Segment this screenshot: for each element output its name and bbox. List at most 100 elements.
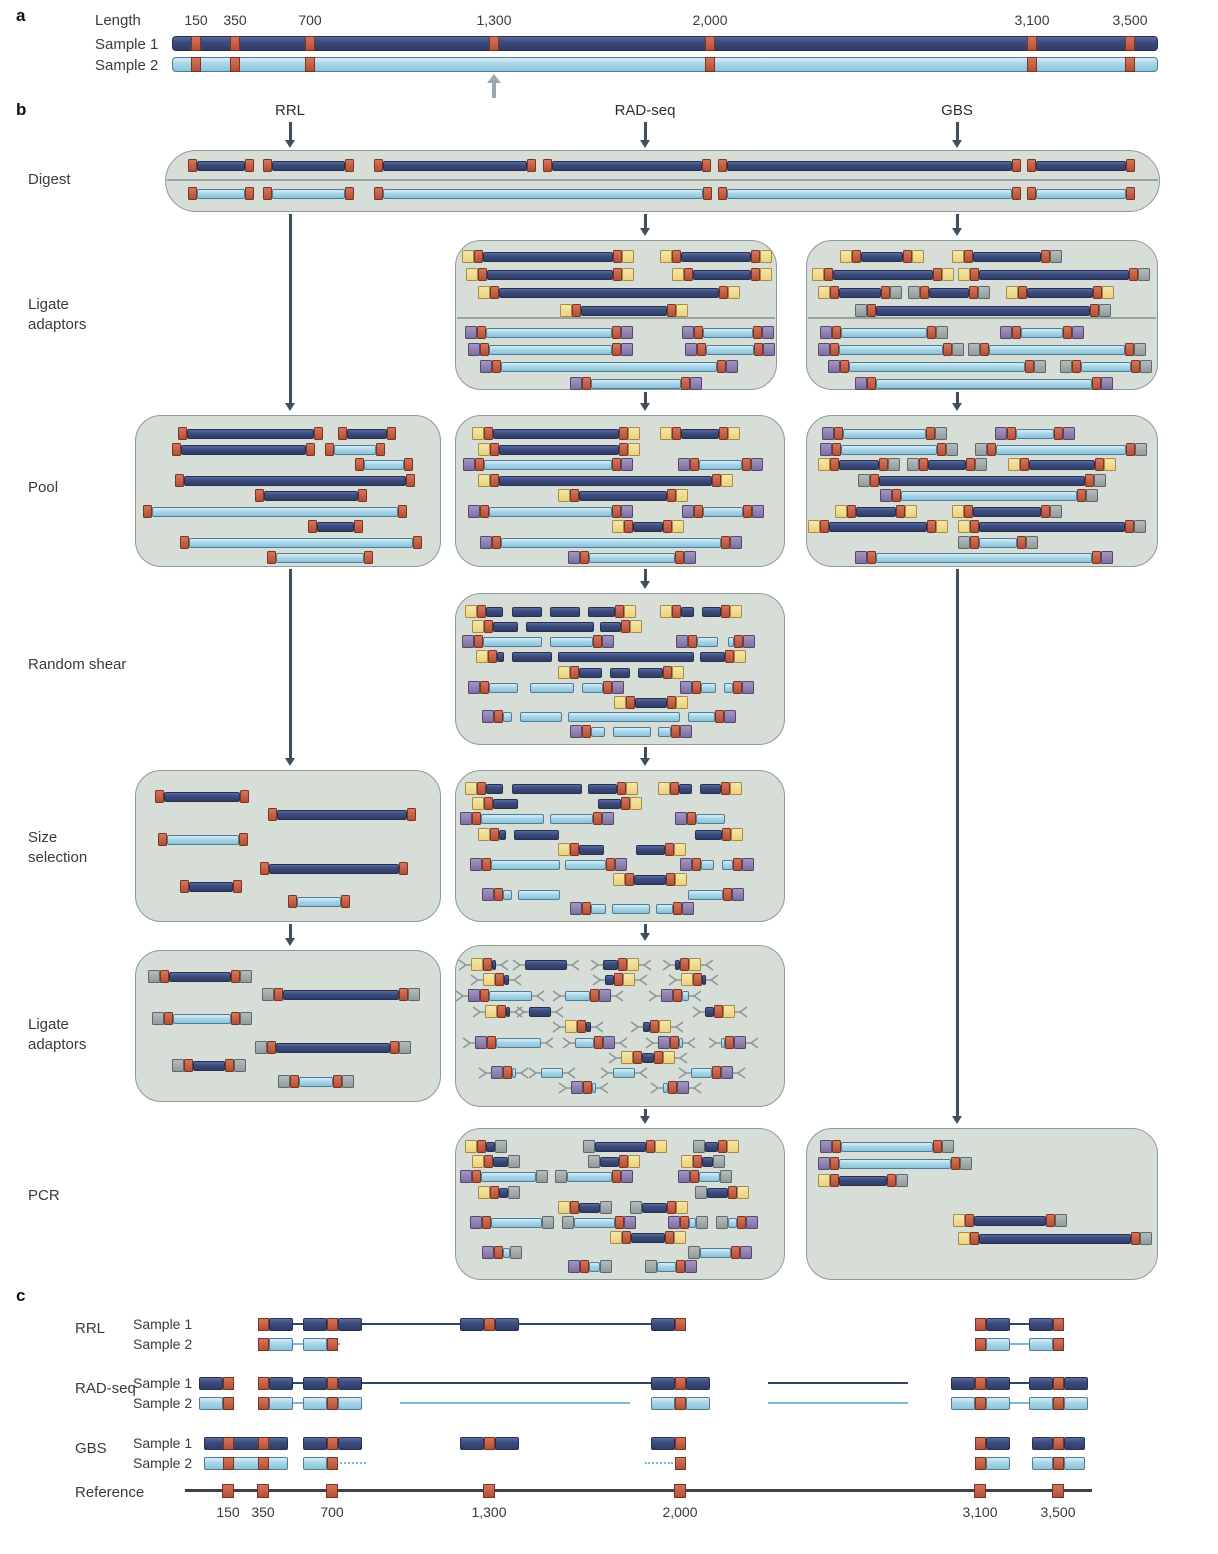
adaptor-block <box>342 1075 354 1088</box>
adaptor-block <box>482 710 494 723</box>
adaptor-block <box>681 973 693 986</box>
sample1-fragment-body <box>486 783 503 794</box>
adaptor-block <box>855 377 867 390</box>
method-label-rad-seq: RAD-seq <box>75 1380 136 1397</box>
dna-fragment <box>952 250 1062 263</box>
adaptor-block <box>960 1157 972 1170</box>
dna-fragment <box>858 474 1106 487</box>
adaptor-block <box>399 1041 411 1054</box>
restriction-site <box>477 1140 486 1153</box>
dna-fragment <box>608 1051 688 1064</box>
sample2-fragment-body <box>989 344 1125 355</box>
y-adaptor-fork <box>562 1036 575 1050</box>
adaptor-block <box>599 989 611 1002</box>
adaptor-block <box>713 1155 725 1168</box>
panel-a-sample1-label: Sample 1 <box>95 36 159 53</box>
flow-arrow-head <box>639 581 650 589</box>
dna-fragment <box>478 828 506 841</box>
adaptor-block <box>460 812 472 825</box>
adaptor-block <box>760 268 772 281</box>
dna-fragment <box>688 1246 752 1259</box>
y-adaptor-fork <box>692 1005 705 1019</box>
sample1-fragment-body <box>184 475 406 486</box>
flow-arrow-head <box>951 1116 962 1124</box>
adaptor-block <box>688 1246 700 1259</box>
coverage-line <box>768 1402 908 1404</box>
restriction-site <box>267 551 276 564</box>
sample1-fragment-body <box>277 809 407 820</box>
restriction-site <box>694 326 703 339</box>
sample1-fragment-body <box>600 1156 619 1167</box>
restriction-site <box>267 1041 276 1054</box>
length-tick-label: 3,500 <box>1112 12 1148 28</box>
dna-fragment <box>835 505 917 518</box>
adaptor-block <box>734 1036 746 1049</box>
flow-arrow-stem <box>955 569 959 1117</box>
dna-fragment <box>478 474 733 487</box>
dna-fragment <box>588 1155 640 1168</box>
dna-fragment <box>648 989 702 1002</box>
adaptor-block <box>728 286 740 299</box>
sample2-fragment-body <box>612 903 650 914</box>
dna-fragment <box>172 443 315 456</box>
restriction-site <box>975 1377 986 1390</box>
sample1-fragment-body <box>631 1232 665 1243</box>
sample-divider <box>808 317 1156 319</box>
restriction-site <box>987 443 996 456</box>
digest-box <box>165 150 1160 212</box>
restriction-site <box>619 443 628 456</box>
restriction-site <box>1125 57 1135 72</box>
restriction-site <box>222 1484 234 1498</box>
adaptor-block <box>480 536 492 549</box>
dna-fragment <box>180 536 422 549</box>
sample2-fragment-body <box>689 1217 696 1228</box>
read-box <box>269 1318 293 1331</box>
dna-fragment <box>880 489 1098 502</box>
sample1-fragment-body <box>633 521 663 532</box>
adaptor-block <box>958 268 970 281</box>
sample1-fragment-body <box>581 305 667 316</box>
restriction-site <box>618 958 627 971</box>
panel-a-letter: a <box>16 6 26 25</box>
restriction-site <box>488 650 497 663</box>
sample2-fragment-body <box>491 1217 542 1228</box>
restriction-site <box>852 250 861 263</box>
read-box <box>1064 1457 1085 1470</box>
restriction-site <box>606 858 615 871</box>
adaptor-block <box>946 443 958 456</box>
dna-fragment <box>374 187 712 200</box>
dna-fragment <box>592 973 648 986</box>
restriction-site <box>646 1140 655 1153</box>
dna-fragment <box>526 620 594 633</box>
sample2-fragment-body <box>591 903 606 914</box>
sample2-fragment-body <box>484 459 612 470</box>
sample2-fragment-body <box>574 1217 615 1228</box>
restriction-site <box>667 1201 676 1214</box>
adaptor-block <box>562 1216 574 1229</box>
adaptor-block <box>655 1140 667 1153</box>
dna-fragment <box>678 1170 732 1183</box>
restriction-site <box>484 1155 493 1168</box>
adaptor-block <box>628 443 640 456</box>
read-box <box>204 1457 288 1470</box>
restriction-site <box>245 187 254 200</box>
adaptor-block <box>1072 326 1084 339</box>
adaptor-block <box>676 635 688 648</box>
sample1-fragment-body <box>861 251 903 262</box>
restriction-site <box>676 1260 685 1273</box>
sample2-fragment-body <box>272 188 345 199</box>
y-adaptor-fork <box>532 989 545 1003</box>
y-adaptor-fork <box>635 1066 648 1080</box>
adaptor-block <box>628 427 640 440</box>
dna-fragment <box>645 1260 697 1273</box>
restriction-site <box>472 812 481 825</box>
read-box <box>199 1377 223 1390</box>
restriction-site <box>480 505 489 518</box>
flow-arrow-head <box>639 140 650 148</box>
dna-fragment <box>613 873 687 886</box>
restriction-site <box>484 1437 495 1450</box>
stage-label: PCR <box>28 1187 60 1204</box>
adaptor-block <box>565 1020 577 1033</box>
dna-fragment <box>958 536 1038 549</box>
